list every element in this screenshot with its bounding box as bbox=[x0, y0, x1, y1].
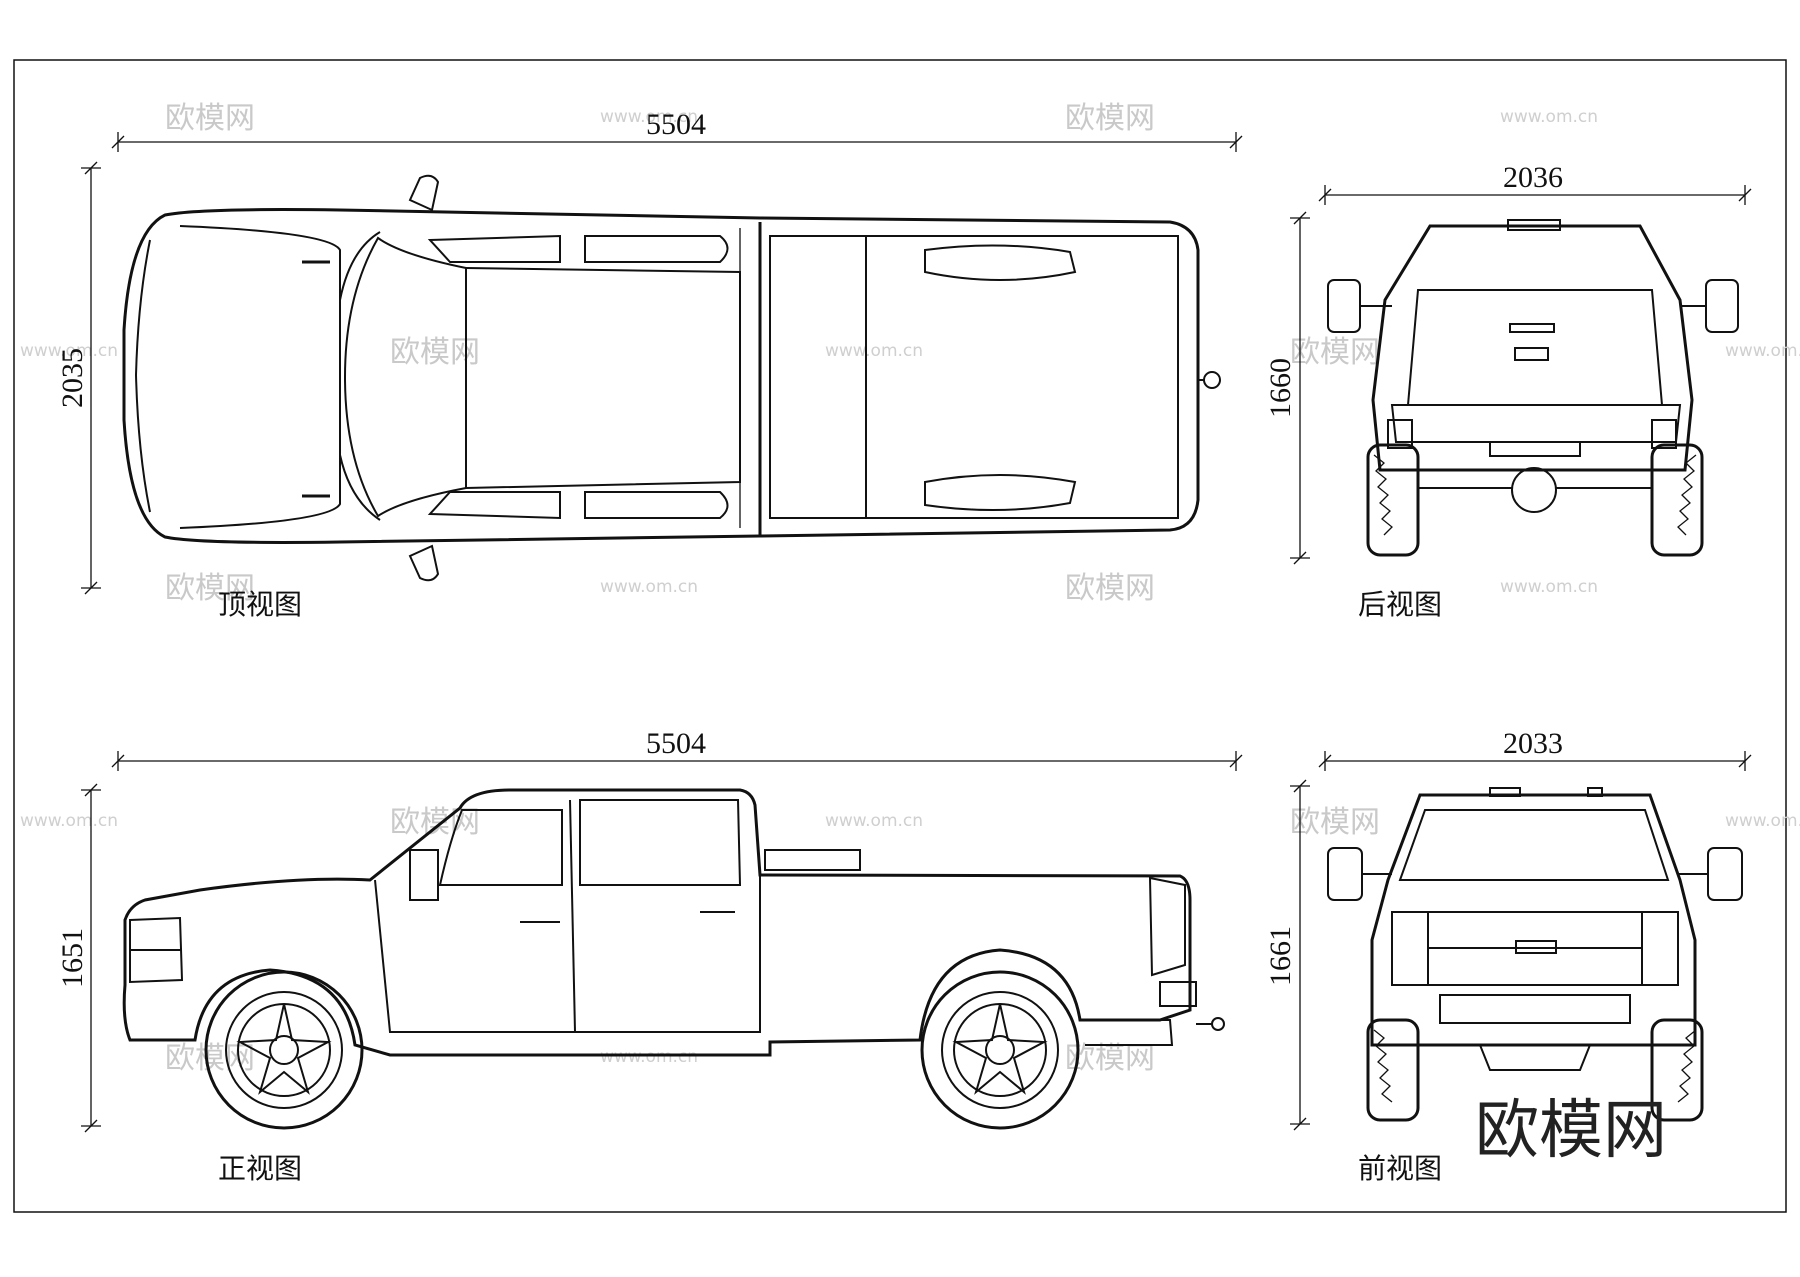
watermark-url: www.om.cn bbox=[1725, 811, 1800, 831]
watermark: 欧模网 bbox=[1065, 571, 1155, 606]
watermark-url: www.om.cn bbox=[20, 811, 118, 831]
front-height-dimension: 1661 bbox=[1264, 779, 1310, 1131]
watermark: 欧模网 bbox=[1065, 1041, 1155, 1076]
front-wheel bbox=[204, 970, 364, 1130]
side-length-dimension: 5504 bbox=[111, 727, 1243, 771]
watermark-url: www.om.cn bbox=[20, 341, 118, 361]
watermark-url: www.om.cn bbox=[1500, 107, 1598, 127]
side-length-label: 5504 bbox=[646, 727, 706, 760]
watermark-url: www.om.cn bbox=[825, 341, 923, 361]
top-view-caption: 顶视图 bbox=[218, 588, 302, 621]
brand-logo: 欧模网 bbox=[1475, 1094, 1667, 1168]
top-length-dimension: 5504 bbox=[111, 108, 1243, 152]
side-height-label: 1651 bbox=[56, 928, 89, 988]
watermark: 欧模网 bbox=[165, 571, 255, 606]
watermark-url: www.om.cn bbox=[600, 107, 698, 127]
rear-width-label: 2036 bbox=[1503, 161, 1563, 194]
rear-view: 2036 1660 bbox=[1264, 161, 1752, 621]
rear-view-caption: 后视图 bbox=[1358, 588, 1442, 621]
front-height-label: 1661 bbox=[1264, 926, 1297, 986]
rear-height-dimension: 1660 bbox=[1264, 211, 1310, 565]
watermark-layer: 欧模网 www.om.cn 欧模网 www.om.cn 欧模网 www.om.c… bbox=[20, 101, 1800, 1076]
top-width-dimension: 2035 bbox=[56, 161, 101, 595]
truck-top-drawing bbox=[122, 174, 1221, 582]
top-view: 5504 2035 bbox=[56, 108, 1243, 621]
front-view: 2033 1661 bbox=[1264, 727, 1752, 1185]
front-width-label: 2033 bbox=[1503, 727, 1563, 760]
watermark: 欧模网 bbox=[1290, 335, 1380, 370]
side-view-caption: 正视图 bbox=[218, 1152, 302, 1185]
watermark: 欧模网 bbox=[1290, 805, 1380, 840]
rear-wheel bbox=[920, 970, 1080, 1130]
side-height-dimension: 1651 bbox=[56, 783, 101, 1133]
watermark: 欧模网 bbox=[165, 101, 255, 136]
top-width-label: 2035 bbox=[56, 348, 89, 408]
front-width-dimension: 2033 bbox=[1318, 727, 1752, 771]
top-length-label: 5504 bbox=[646, 108, 706, 141]
watermark-url: www.om.cn bbox=[825, 811, 923, 831]
truck-front-drawing bbox=[1327, 787, 1743, 1122]
watermark-url: www.om.cn bbox=[600, 577, 698, 597]
watermark: 欧模网 bbox=[1065, 101, 1155, 136]
side-view: 5504 1651 bbox=[56, 727, 1243, 1185]
drawing-border bbox=[13, 59, 1787, 1213]
rear-width-dimension: 2036 bbox=[1318, 161, 1752, 205]
truck-rear-drawing bbox=[1327, 219, 1739, 557]
front-view-caption: 前视图 bbox=[1358, 1152, 1442, 1185]
watermark-url: www.om.cn bbox=[1725, 341, 1800, 361]
watermark-url: www.om.cn bbox=[1500, 577, 1598, 597]
watermark-url: www.om.cn bbox=[600, 1047, 698, 1067]
truck-side-drawing bbox=[122, 788, 1225, 1130]
rear-height-label: 1660 bbox=[1264, 358, 1297, 418]
